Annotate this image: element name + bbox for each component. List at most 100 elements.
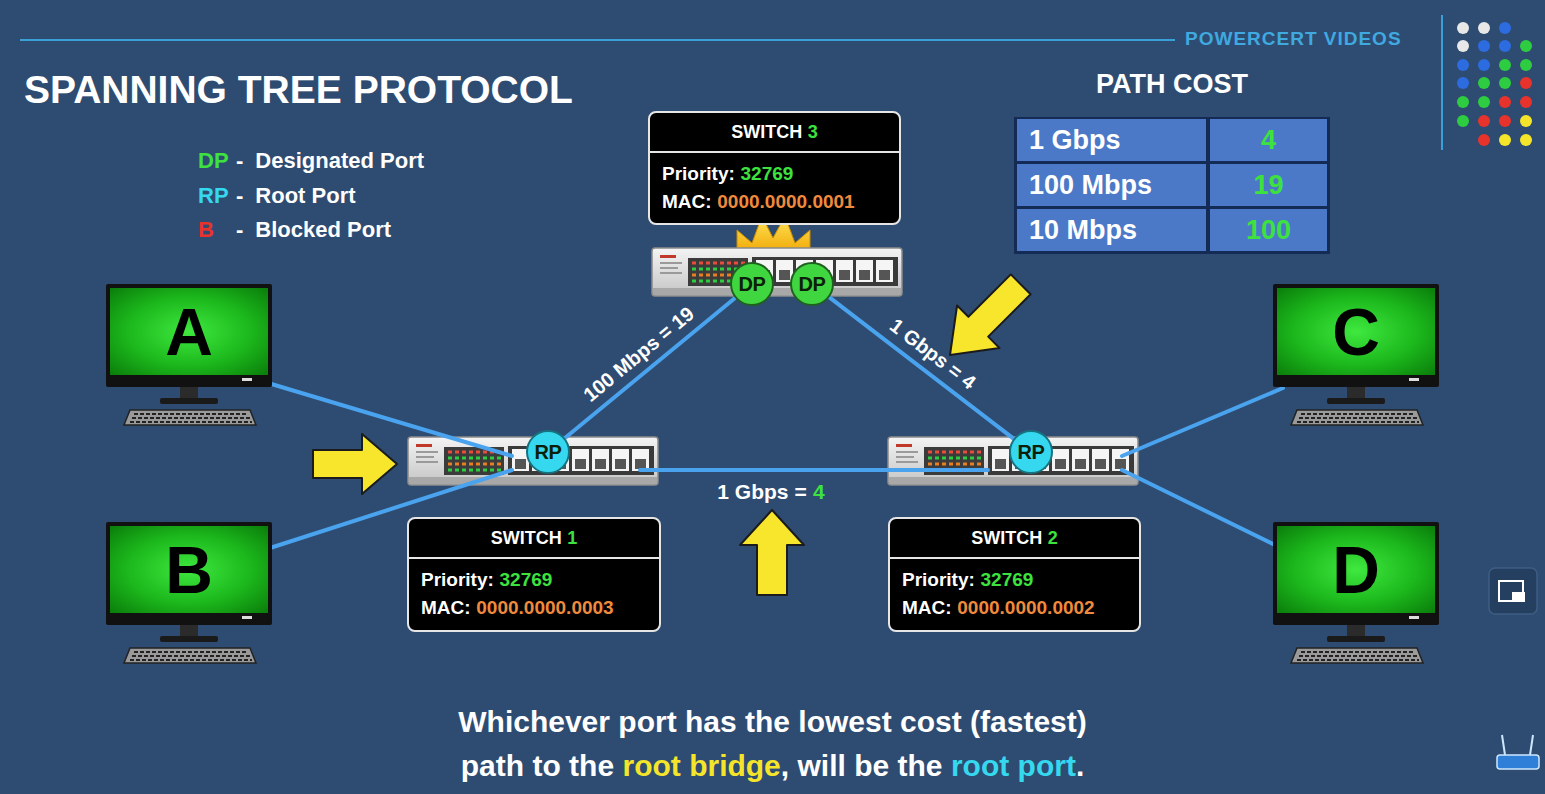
pc-letter: C	[1332, 299, 1380, 365]
priority-value: 32769	[741, 163, 794, 184]
computer	[1273, 284, 1439, 425]
table-cell: 10 Mbps	[1017, 209, 1206, 251]
legend-dash: -	[236, 183, 243, 209]
pc-letter: A	[165, 299, 213, 365]
switch-number: 1	[567, 528, 577, 548]
legend-text: Designated Port	[255, 148, 424, 174]
port-role: RP	[526, 430, 570, 474]
mac-address: 0000.0000.0003	[476, 597, 613, 618]
legend-swatch: RP	[198, 183, 234, 209]
legend-swatch: DP	[198, 148, 234, 174]
port-badge: RP	[526, 430, 570, 474]
switch-info-box: SWITCH 3Priority: 32769MAC:0000.0000.0001	[648, 111, 901, 225]
cost-value: 19	[1253, 170, 1283, 200]
port-circle-fill	[731, 263, 773, 305]
port-role: RP	[1009, 430, 1053, 474]
port-circle-fill	[1010, 431, 1052, 473]
switch-name: SWITCH	[971, 528, 1042, 548]
switch-number: 3	[808, 122, 818, 142]
table-cell: 4	[1210, 119, 1327, 161]
switch-fields: Priority: 32769MAC:0000.0000.0003	[409, 559, 659, 622]
port-circle-fill	[791, 263, 833, 305]
pc-letter: B	[165, 537, 213, 603]
field-name: Priority:	[421, 569, 494, 590]
legend-text: Root Port	[255, 183, 355, 209]
watermark: POWERCERT VIDEOS	[1185, 29, 1402, 50]
computer	[106, 522, 272, 663]
computer	[1273, 522, 1439, 663]
legend-row: RP-Root Port	[198, 183, 356, 209]
link-cost-label: 1 Gbps = 4	[671, 480, 871, 503]
mac-address: 0000.0000.0002	[957, 597, 1094, 618]
switch-name: SWITCH	[491, 528, 562, 548]
priority-value: 32769	[500, 569, 553, 590]
cost-value: 4	[813, 480, 825, 503]
switch-field: Priority: 32769	[650, 160, 899, 188]
table-cell: 100 Mbps	[1017, 164, 1206, 206]
header-rule	[20, 39, 1175, 41]
legend-text: Blocked Port	[255, 217, 391, 243]
table-heading: PATH COST	[1012, 70, 1332, 100]
field-name: MAC:	[902, 597, 952, 618]
port-role: DP	[730, 262, 774, 306]
link-speed: 100 Mbps	[1029, 170, 1152, 200]
switch-name: SWITCH	[731, 122, 802, 142]
caption-text: , will be the	[781, 749, 943, 782]
caption-highlight: root bridge	[622, 749, 780, 782]
switch-header: SWITCH1	[409, 519, 659, 559]
switch-field: MAC:0000.0000.0001	[650, 188, 899, 216]
cost-value: 100	[1246, 215, 1291, 245]
port-circle-fill	[527, 431, 569, 473]
field-name: MAC:	[421, 597, 471, 618]
page-title: SPANNING TREE PROTOCOL	[24, 70, 573, 109]
switch-info-box: SWITCH1Priority: 32769MAC:0000.0000.0003	[407, 517, 661, 632]
port-badge: DP	[790, 262, 834, 306]
switch-device	[652, 248, 902, 296]
link-speed: 10 Mbps	[1029, 215, 1137, 245]
pc-letter: D	[1332, 537, 1380, 603]
switch-field: MAC:0000.0000.0002	[890, 594, 1139, 622]
switch-header: SWITCH 3	[650, 113, 899, 153]
caption-text: .	[1076, 749, 1084, 782]
field-name: MAC:	[662, 191, 712, 212]
legend-abbreviation: DP	[198, 148, 229, 173]
switch-fields: Priority: 32769MAC:0000.0000.0001	[650, 153, 899, 216]
link-speed: 1 Gbps	[1029, 125, 1121, 155]
field-name: Priority:	[902, 569, 975, 590]
pc-screen: A	[110, 288, 268, 375]
table-frame	[1014, 117, 1330, 254]
legend-dash: -	[236, 148, 243, 174]
table-cell: 100	[1210, 209, 1327, 251]
caption-text: path to the	[461, 749, 614, 782]
port-badge: RP	[1009, 430, 1053, 474]
player-icon	[1489, 568, 1537, 614]
cost-value: 4	[1261, 125, 1276, 155]
switch-field: Priority: 32769	[409, 566, 659, 594]
switch-header: SWITCH 2	[890, 519, 1139, 559]
port-badge: DP	[730, 262, 774, 306]
legend-dash: -	[236, 217, 243, 243]
router-icon	[1497, 735, 1539, 769]
legend-abbreviation: RP	[198, 183, 229, 208]
link-cost-label: 100 Mbps = 19	[579, 302, 698, 406]
field-name: Priority:	[662, 163, 735, 184]
caption-line: Whichever port has the lowest cost (fast…	[0, 703, 1545, 741]
switch-fields: Priority: 32769MAC:0000.0000.0002	[890, 559, 1139, 622]
switch-number: 2	[1048, 528, 1058, 548]
pc-screen: C	[1277, 288, 1435, 375]
switch-info-box: SWITCH 2Priority: 32769MAC:0000.0000.0002	[888, 517, 1141, 632]
pc-screen: D	[1277, 526, 1435, 613]
legend-row: DP-Designated Port	[198, 148, 424, 174]
caption-text: Whichever port has the lowest cost (fast…	[458, 705, 1086, 738]
legend-row: B-Blocked Port	[198, 217, 391, 243]
link-line	[565, 298, 735, 438]
link-speed: 1 Gbps =	[717, 480, 806, 503]
logo-dots	[1457, 22, 1532, 146]
link-line	[829, 297, 1013, 438]
mac-address: 0000.0000.0001	[717, 191, 854, 212]
caption-highlight: root port	[951, 749, 1076, 782]
legend-swatch: B	[198, 217, 234, 243]
priority-value: 32769	[981, 569, 1034, 590]
switch-field: MAC:0000.0000.0003	[409, 594, 659, 622]
